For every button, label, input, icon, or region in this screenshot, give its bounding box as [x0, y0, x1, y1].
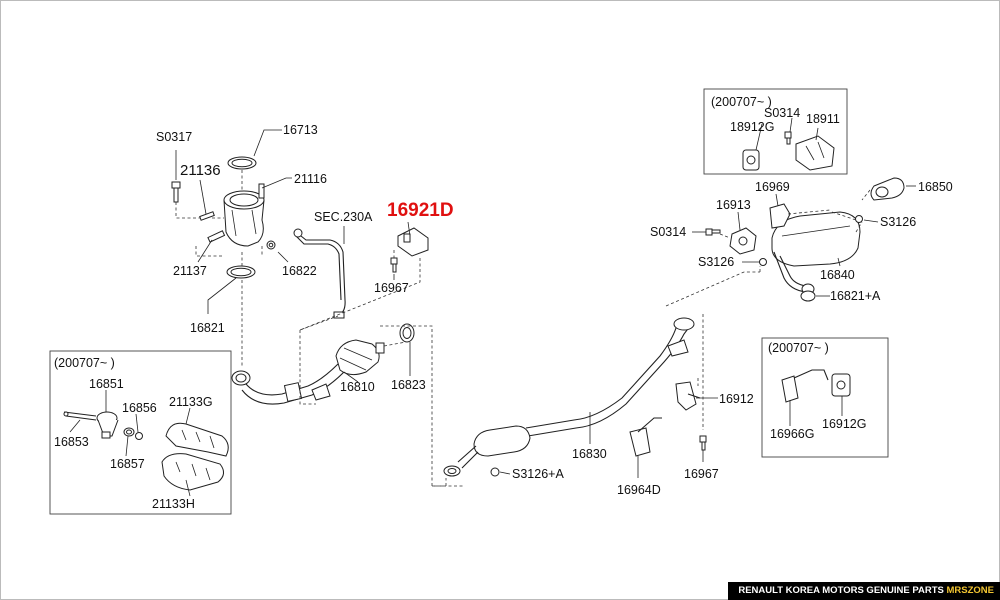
sensor-16851[interactable] [96, 411, 119, 439]
label-16821a[interactable]: 16821+A [830, 289, 881, 303]
label-16821[interactable]: 16821 [190, 321, 225, 335]
assembly-line [380, 325, 446, 487]
label-16830[interactable]: 16830 [572, 447, 607, 461]
label-S0317[interactable]: S0317 [156, 130, 192, 144]
label-S3126-a[interactable]: S3126+A [512, 467, 564, 481]
label-16851[interactable]: 16851 [89, 377, 124, 391]
label-S3126-b[interactable]: S3126 [880, 215, 916, 229]
heat-shield-21133g[interactable] [165, 422, 229, 457]
label-S3126-c[interactable]: S3126 [698, 255, 734, 269]
label-16967-lower[interactable]: 16967 [684, 467, 719, 481]
label-16810[interactable]: 16810 [340, 380, 375, 394]
box-left-caption: (200707~ ) [54, 356, 115, 370]
label-S0314-b[interactable]: S0314 [650, 225, 686, 239]
assembly-line [299, 315, 339, 405]
bracket-16969[interactable] [769, 203, 791, 229]
label-21116[interactable]: 21116 [294, 172, 327, 186]
label-21133g[interactable]: 21133G [169, 395, 213, 409]
label-16913[interactable]: 16913 [716, 198, 751, 212]
nut-16856[interactable] [135, 432, 143, 440]
footer-banner: RENAULT KOREA MOTORS GENUINE PARTS MRSZO… [728, 582, 1000, 600]
label-18912g[interactable]: 18912G [730, 120, 774, 134]
bracket-16921d[interactable] [397, 227, 429, 257]
label-16857[interactable]: 16857 [110, 457, 145, 471]
label-16850[interactable]: 16850 [918, 180, 953, 194]
assembly-line [697, 314, 704, 430]
variant-box-left [49, 350, 232, 515]
gasket-16821[interactable] [226, 265, 256, 279]
label-16969[interactable]: 16969 [755, 180, 790, 194]
bolt-S0314-a[interactable] [784, 131, 792, 145]
nut-S3126-b[interactable] [855, 215, 863, 223]
tail-pipe-16850[interactable] [870, 177, 905, 201]
assembly-line [299, 250, 421, 331]
stud-21137[interactable] [207, 230, 226, 243]
label-16856[interactable]: 16856 [122, 401, 157, 415]
assembly-line [719, 211, 863, 272]
center-pipe-16830[interactable] [443, 317, 695, 477]
label-16823[interactable]: 16823 [391, 378, 426, 392]
assembly-line [195, 246, 263, 257]
hanger-18911[interactable] [795, 135, 835, 171]
variant-box-top-right [703, 88, 848, 175]
label-16912[interactable]: 16912 [719, 392, 754, 406]
variant-box-mid-right [761, 337, 889, 458]
bracket-16964d[interactable] [629, 417, 662, 457]
footer-brand: MRSZONE [946, 585, 995, 596]
label-18911[interactable]: 18911 [806, 112, 840, 126]
front-pipe-16810[interactable] [231, 339, 385, 405]
label-16967-upper[interactable]: 16967 [374, 281, 409, 295]
label-21137[interactable]: 21137 [173, 264, 207, 278]
washer-16857[interactable] [123, 427, 135, 437]
bracket-16966g[interactable] [781, 369, 829, 403]
nut-S3126-a[interactable] [490, 467, 500, 477]
hanger-16913[interactable] [729, 227, 757, 255]
label-16964d[interactable]: 16964D [617, 483, 661, 497]
hanger-16912[interactable] [675, 381, 701, 411]
assembly-line [175, 202, 224, 219]
label-16822[interactable]: 16822 [282, 264, 317, 278]
bolt-16967-upper[interactable] [390, 257, 398, 273]
gasket-16823[interactable] [399, 323, 415, 343]
nut-S3126-c[interactable] [759, 258, 767, 266]
label-21133h[interactable]: 21133H [152, 497, 195, 511]
hanger-16912G[interactable] [831, 373, 851, 397]
bolt-S0314-b[interactable] [705, 228, 721, 236]
stud-21136[interactable] [199, 211, 215, 221]
hanger-18912G[interactable] [742, 149, 760, 171]
label-16853[interactable]: 16853 [54, 435, 89, 449]
assembly-line [665, 271, 760, 307]
assembly-line [787, 189, 871, 215]
leader-lines [69, 117, 916, 497]
stud-16853[interactable] [63, 411, 97, 421]
label-21136[interactable]: 21136 [180, 162, 221, 179]
bolt-S0317[interactable] [171, 181, 181, 203]
gasket-16713[interactable] [227, 156, 257, 170]
label-16966g[interactable]: 16966G [770, 427, 814, 441]
box-mid-right-caption: (200707~ ) [768, 341, 829, 355]
label-S0314-a[interactable]: S0314 [764, 106, 800, 120]
label-16840[interactable]: 16840 [820, 268, 855, 282]
bolt-16967-lower[interactable] [699, 435, 707, 451]
label-16713[interactable]: 16713 [283, 123, 318, 137]
label-16912g[interactable]: 16912G [822, 417, 866, 431]
footer-text: RENAULT KOREA MOTORS GENUINE PARTS [738, 585, 944, 596]
assembly-line [432, 478, 464, 487]
oxygen-sensor-sec230a[interactable] [293, 228, 346, 319]
muffler-16840[interactable] [771, 211, 861, 295]
nut-16822[interactable] [266, 240, 276, 250]
label-16921d-highlight[interactable]: 16921D [387, 200, 454, 221]
gasket-16821a[interactable] [800, 290, 816, 302]
heat-shield-21133h[interactable] [161, 453, 224, 491]
box-top-right-caption: (200707~ ) [711, 95, 772, 109]
label-sec230a[interactable]: SEC.230A [314, 210, 373, 224]
catalyst-housing-21116[interactable] [223, 183, 265, 247]
